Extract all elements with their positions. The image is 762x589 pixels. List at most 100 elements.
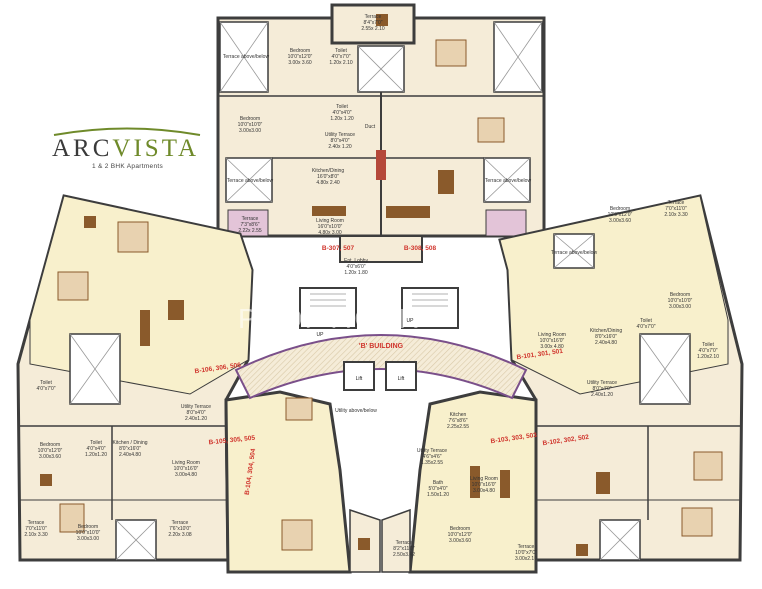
svg-text:Kitchen/Dining: Kitchen/Dining (312, 168, 344, 174)
svg-text:1.20x1.20: 1.20x1.20 (85, 452, 107, 458)
unit-label-307: B-307, 507 (322, 245, 355, 252)
room-label-l-terrace: Terrace 7'0"x11'0" 2.10x 3.30 (24, 520, 48, 538)
svg-text:10'0"x16'0": 10'0"x16'0" (540, 338, 565, 344)
svg-text:10'0"x10'0": 10'0"x10'0" (668, 298, 693, 304)
svg-text:8'0"x16'0": 8'0"x16'0" (119, 446, 141, 452)
room-label-r-toilet: Toilet 4'0"x7'0" (636, 318, 655, 330)
terrace-table (576, 544, 588, 556)
terrace-table (40, 474, 52, 486)
brand-logo: ARCVISTA 1 & 2 BHK Apartments (52, 126, 202, 170)
svg-text:Terrace: Terrace (28, 520, 45, 526)
svg-text:Terrace: Terrace (518, 544, 535, 550)
room-label-l-terrace2: Terrace 7'6"x10'0" 2.20x 3.08 (168, 520, 192, 538)
staircase-left (299, 287, 357, 329)
svg-text:Terrace: Terrace (668, 200, 685, 206)
bed-furniture (477, 117, 505, 143)
svg-text:10'0"x10'0": 10'0"x10'0" (238, 122, 263, 128)
sofa-furniture (140, 310, 150, 346)
svg-text:16'0"x10'0": 16'0"x10'0" (318, 224, 343, 230)
unit-label-308: B-308, 508 (404, 245, 437, 252)
bed-furniture (435, 39, 467, 67)
svg-text:2.25x2.55: 2.25x2.55 (447, 424, 469, 430)
svg-text:7'6"x10'0": 7'6"x10'0" (169, 526, 191, 532)
sofa-furniture (470, 466, 480, 498)
svg-text:Terrace: Terrace (396, 540, 413, 546)
room-label-r-toilet2: Toilet 4'0"x7'0" 1.20x2.10 (697, 342, 719, 360)
stair-up-left-label: UP (317, 332, 325, 338)
shaft-label-duct: Duct (365, 124, 376, 130)
dining-table (438, 170, 454, 194)
svg-text:3.00x3.60: 3.00x3.60 (39, 454, 61, 460)
room-label-top-terrace: Terrace 8'4"x7'0" 2.55x 2.10 (361, 14, 385, 32)
svg-text:Bedroom: Bedroom (240, 116, 260, 122)
central-core (234, 287, 528, 400)
top-terrace-room (330, 3, 416, 45)
room-label-t-bedroom: Bedroom 10'0"x12'0" 3.00x 3.60 (288, 48, 313, 66)
svg-text:2.55x 2.10: 2.55x 2.10 (361, 26, 385, 32)
lift-right-label: Lift (398, 376, 405, 382)
svg-text:Bedroom: Bedroom (290, 48, 310, 54)
room-label-r-bedroom2: Bedroom 10'0"x10'0" 3.00x3.00 (668, 292, 693, 310)
room-label-l-utility: Utility Terrace 8'0"x4'0" 2.40x1.20 (181, 404, 211, 422)
svg-text:10'0"x16'0": 10'0"x16'0" (174, 466, 199, 472)
svg-text:3.00x3.60: 3.00x3.60 (449, 538, 471, 544)
svg-text:Toilet: Toilet (702, 342, 714, 348)
svg-text:4'0"x7'0": 4'0"x7'0" (331, 54, 350, 60)
svg-text:2.22x 2.55: 2.22x 2.55 (238, 228, 262, 234)
svg-text:Living Room: Living Room (538, 332, 566, 338)
svg-text:1.20x2.10: 1.20x2.10 (697, 354, 719, 360)
svg-text:2.40x 1.20: 2.40x 1.20 (328, 144, 352, 150)
svg-text:Kitchen/Dining: Kitchen/Dining (590, 328, 622, 334)
room-label-t-living: Living Room 16'0"x10'0" 4.80x 3.00 (316, 218, 344, 236)
bed-furniture (57, 271, 89, 301)
svg-text:4.80x 2.40: 4.80x 2.40 (316, 180, 340, 186)
room-label-l-bedroom2: Bedroom 10'0"x10'0" 3.00x3.00 (76, 524, 101, 542)
room-label-t-ent: Ent. Lobby 4'0"x6'0" 1.20x 1.80 (344, 258, 368, 276)
svg-text:Toilet: Toilet (40, 380, 52, 386)
svg-text:4'0"x7'0": 4'0"x7'0" (36, 386, 55, 392)
shaft-label-left-mid: Terrace above/below (227, 178, 274, 184)
svg-text:7'0"x11'0": 7'0"x11'0" (25, 526, 47, 532)
svg-text:Bedroom: Bedroom (610, 206, 630, 212)
svg-text:7'6"x8'6": 7'6"x8'6" (448, 418, 467, 424)
svg-text:4'0"x7'0": 4'0"x7'0" (636, 324, 655, 330)
curved-corridor (234, 334, 528, 400)
room-label-l-kitchen: Kitchen / Dining 8'0"x16'0" 2.40x4.80 (112, 440, 147, 458)
bed-furniture (59, 503, 85, 533)
room-label-l-living: Living Room 10'0"x16'0" 3.00x4.80 (172, 460, 200, 478)
room-label-t-bedroom2: Bedroom 10'0"x10'0" 3.00x3.00 (238, 116, 263, 134)
svg-text:Kitchen: Kitchen (450, 412, 467, 418)
bed-furniture (281, 519, 313, 551)
svg-text:Utility Terrace: Utility Terrace (587, 380, 617, 386)
svg-text:2.40x4.80: 2.40x4.80 (595, 340, 617, 346)
bottom-wings (224, 390, 538, 574)
top-duct (376, 150, 386, 180)
room-label-m-bedroom: Bedroom 10'0"x12'0" 3.00x3.60 (448, 526, 473, 544)
svg-text:3.00x 4.80: 3.00x 4.80 (540, 344, 564, 350)
brand-name: ARCVISTA (52, 136, 202, 162)
shaft-label-right-mid: Terrace above/below (485, 178, 532, 184)
shaft-label-top-left: Terrace above/below (223, 54, 270, 60)
svg-text:1.20x 1.20: 1.20x 1.20 (330, 116, 354, 122)
room-label-r-bedroom: Bedroom 10'0"x12'0" 3.00x3.60 (608, 206, 633, 224)
bed-furniture (117, 221, 149, 253)
svg-text:2.10x 3.30: 2.10x 3.30 (24, 532, 48, 538)
room-label-m-bath: Bath 5'0"x4'0" 1.50x1.20 (427, 480, 449, 498)
svg-text:3.00x 3.60: 3.00x 3.60 (288, 60, 312, 66)
dining-table (168, 300, 184, 320)
svg-text:Living Room: Living Room (172, 460, 200, 466)
room-label-r-living: Living Room 10'0"x16'0" 3.00x 4.80 (538, 332, 566, 350)
room-label-t-terrace2: Terrace 7'3"x8'6" 2.22x 2.55 (238, 216, 262, 234)
svg-text:1.20x 2.10: 1.20x 2.10 (329, 60, 353, 66)
bottom-terrace-right (381, 508, 411, 573)
room-label-l-bedroom: Bedroom 10'0"x12'0" 3.00x3.60 (38, 442, 63, 460)
room-label-t-utility: Utility Terrace 8'0"x4'0" 2.40x 1.20 (325, 132, 355, 150)
svg-text:10'0"x12'0": 10'0"x12'0" (288, 54, 313, 60)
room-label-m-living: Living Room 10'0"x16'0" 3.00x4.80 (470, 476, 498, 494)
svg-text:2.40x4.80: 2.40x4.80 (119, 452, 141, 458)
svg-text:Toilet: Toilet (640, 318, 652, 324)
bed-furniture (285, 397, 313, 421)
room-label-t-toilet2: Toilet 4'0"x4'0" 1.20x 1.20 (330, 104, 354, 122)
svg-text:10'0"x7'0": 10'0"x7'0" (515, 550, 537, 556)
svg-text:8'0"x16'0": 8'0"x16'0" (595, 334, 617, 340)
